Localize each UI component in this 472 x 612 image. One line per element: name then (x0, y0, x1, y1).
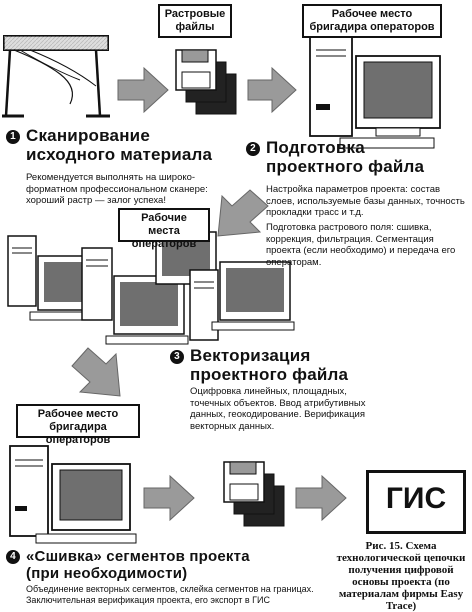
step-2-text-2: Подготовка растрового поля: сшивка, корр… (266, 222, 456, 268)
operator-computers-icon (7, 231, 295, 345)
arrow-operators-to-foreman (71, 347, 121, 397)
foreman-workstation-bottom-label: Рабочее место бригадира операторов (16, 404, 140, 446)
step-2-title-line2: проектного файла (266, 157, 425, 176)
gis-box: ГИС (366, 470, 466, 534)
arrow-foreman-to-operators (217, 189, 269, 237)
scanner-icon (2, 35, 110, 118)
foreman-computer-icon (309, 35, 441, 149)
step-3-title-line1: Векторизация (190, 346, 311, 365)
step-1-text: Рекомендуется выполнять на широко-формат… (26, 172, 208, 206)
step-3-heading: 3 Векторизация проектного файла (170, 346, 390, 384)
step-2-number: 2 (246, 142, 260, 156)
step-2-text-1: Настройка параметров проекта: состав сло… (266, 184, 465, 218)
figure-caption: Рис. 15. Схема технологической цепочки п… (336, 540, 466, 612)
step-1-title-line1: Сканирование (26, 126, 150, 145)
arrow-files-to-gis (295, 474, 347, 522)
step-2-heading: 2 Подготовка проектного файла (246, 138, 468, 176)
step-3-text: Оцифровка линейных, площадных, точечных … (190, 386, 366, 432)
floppy-disks-bottom-icon (223, 461, 285, 527)
foreman-workstation-top-label: Рабочее место бригадира операторов (302, 4, 442, 38)
arrow-foreman-to-files (143, 474, 195, 522)
step-4-text: Объединение векторных сегментов, склейка… (26, 584, 314, 605)
step-3-title-line2: проектного файла (190, 365, 349, 384)
step-1-heading: 1 Сканирование исходного материала (6, 126, 236, 164)
step-1-title-line2: исходного материала (26, 145, 213, 164)
arrow-scan-to-files (117, 66, 169, 114)
step-4-title-line2: (при необходимости) (26, 565, 188, 582)
step-1-number: 1 (6, 130, 20, 144)
step-2-title-line1: Подготовка (266, 138, 365, 157)
raster-files-label: Растровые файлы (158, 4, 232, 38)
foreman-computer-bottom-icon (9, 445, 137, 544)
step-4-heading: 4 «Сшивка» сегментов проекта (при необход… (6, 548, 326, 582)
step-3-number: 3 (170, 350, 184, 364)
step-4-title-line1: «Сшивка» сегментов проекта (26, 548, 250, 565)
arrow-files-to-foreman (247, 66, 297, 114)
floppy-disks-icon (175, 49, 237, 115)
step-4-number: 4 (6, 550, 20, 564)
operator-workstations-label: Рабочие места операторов (118, 208, 210, 250)
